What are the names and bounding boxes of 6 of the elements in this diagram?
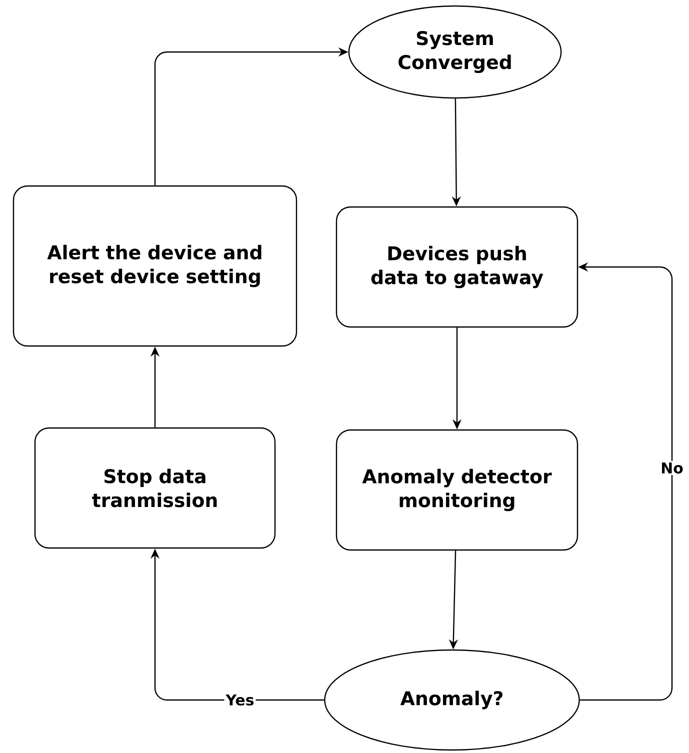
process-box: Stop data tranmission bbox=[34, 427, 276, 549]
process-box: Anomaly detector monitoring bbox=[336, 429, 578, 551]
process-box: Alert the device and reset device setting bbox=[12, 185, 298, 347]
process-box: Devices push data to gataway bbox=[336, 206, 578, 328]
edge-label: Yes bbox=[224, 692, 256, 708]
edge-label: No bbox=[659, 460, 685, 476]
